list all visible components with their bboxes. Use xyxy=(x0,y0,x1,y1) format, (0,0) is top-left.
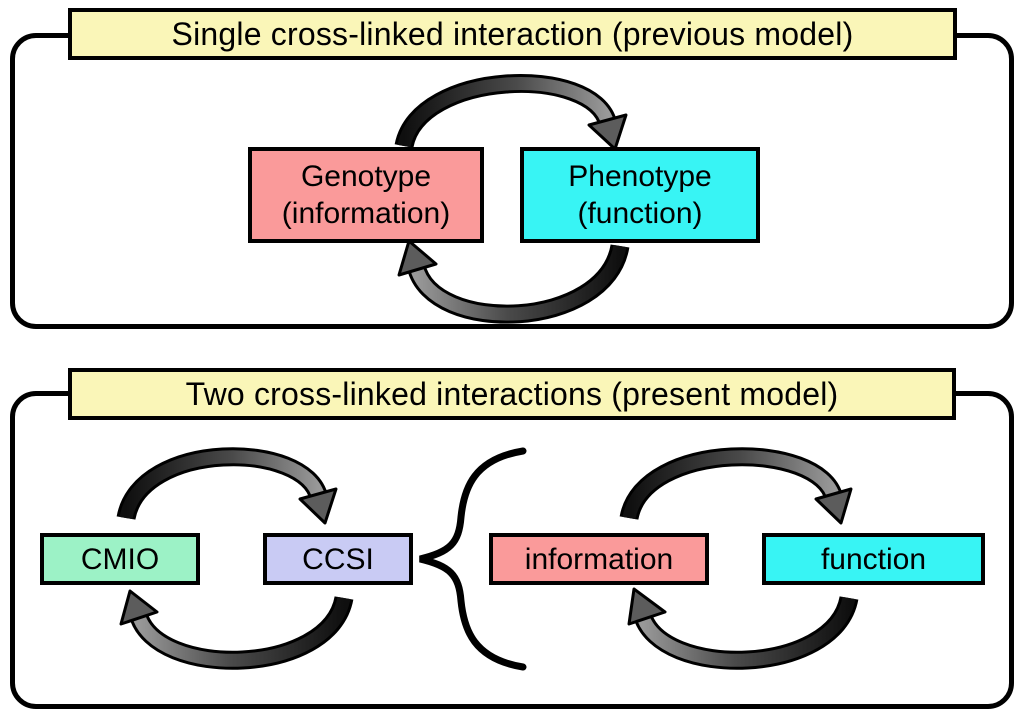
node-function-label: function xyxy=(820,542,927,576)
node-phenotype-line2: (function) xyxy=(577,197,703,230)
title-previous-model: Single cross-linked interaction (previou… xyxy=(68,8,957,60)
title-present-model-text: Two cross-linked interactions (present m… xyxy=(185,375,839,412)
title-previous-model-text: Single cross-linked interaction (previou… xyxy=(171,15,854,52)
panel-previous-model xyxy=(10,33,1014,329)
node-ccsi-label: CCSI xyxy=(302,542,374,576)
node-ccsi: CCSI xyxy=(263,533,413,585)
node-phenotype: Phenotype (function) xyxy=(520,147,760,243)
node-genotype-line2: (information) xyxy=(281,197,451,230)
node-cmio-label: CMIO xyxy=(80,542,160,576)
node-cmio: CMIO xyxy=(40,533,200,585)
node-information-label: information xyxy=(524,542,674,576)
node-information: information xyxy=(489,533,709,585)
node-phenotype-line1: Phenotype xyxy=(568,160,712,193)
node-genotype: Genotype (information) xyxy=(248,147,484,243)
node-function: function xyxy=(762,533,985,585)
title-present-model: Two cross-linked interactions (present m… xyxy=(68,368,956,420)
node-genotype-line1: Genotype xyxy=(300,160,432,193)
